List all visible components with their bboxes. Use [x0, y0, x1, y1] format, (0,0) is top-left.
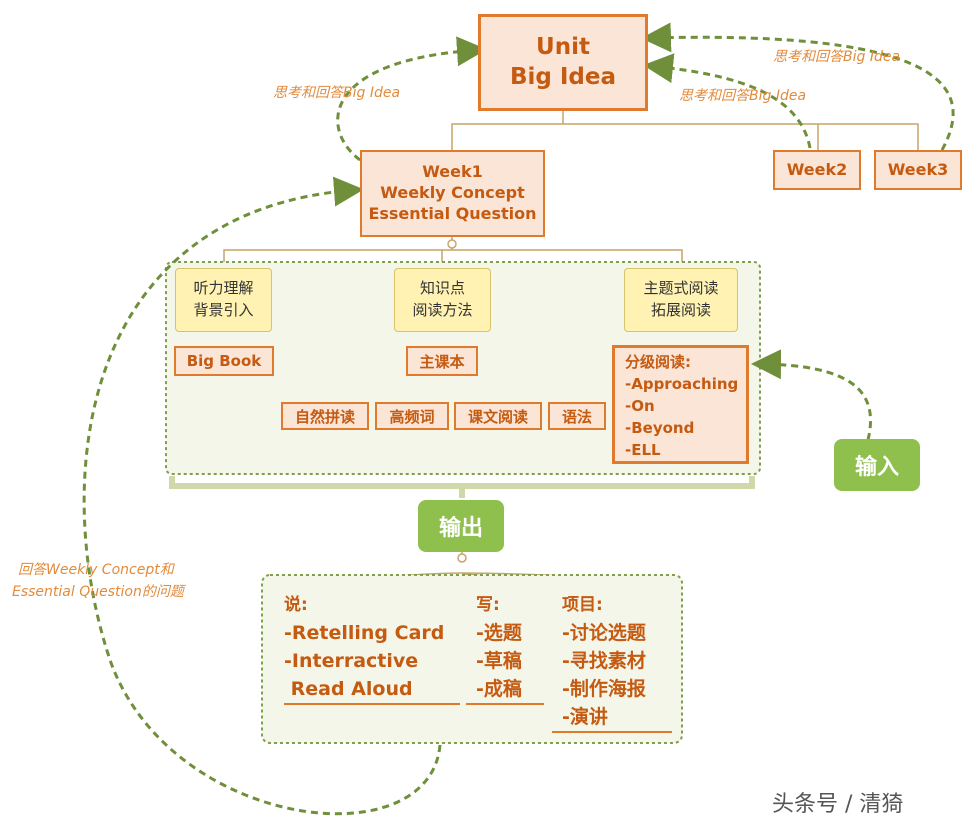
output-write-group: 写: -选题 -草稿 -成稿 [466, 591, 544, 705]
text-reading-node: 课文阅读 [454, 402, 542, 430]
graded-reading-beyond: -Beyond [625, 419, 695, 437]
output-write-item-3: -成稿 [466, 675, 544, 705]
arrow-week1-to-unit [336, 36, 487, 162]
watermark: 头条号 / 清猗 [772, 792, 904, 817]
output-project-item-4: -演讲 [552, 703, 672, 733]
annotation-right-top: 思考和回答Big Idea [773, 49, 901, 65]
grammar-node: 语法 [548, 402, 606, 430]
sight-words-node: 高频词 [375, 402, 449, 430]
output-speak-item-2: -Interractive [284, 650, 419, 672]
callout-knowledge-line2: 阅读方法 [412, 301, 473, 319]
output-project-item-1: -讨论选题 [562, 622, 646, 644]
annotation-right-mid: 思考和回答Big Idea [679, 88, 807, 104]
output-write-item-1: -选题 [476, 622, 522, 644]
graded-reading-ell: -ELL [625, 441, 661, 459]
callout-knowledge: 知识点 阅读方法 [394, 268, 491, 332]
output-write-item-2: -草稿 [476, 650, 522, 672]
week1-label: Week1 [422, 162, 483, 182]
input-pill: 输入 [834, 439, 920, 491]
callout-knowledge-line1: 知识点 [419, 279, 465, 298]
graded-reading-approaching: -Approaching [625, 375, 739, 393]
main-book-node: 主课本 [406, 346, 478, 376]
graded-reading-node: 分级阅读: -Approaching -On -Beyond -ELL [612, 345, 749, 464]
output-speak-group: 说: -Retelling Card -Interractive Read Al… [284, 591, 460, 705]
callout-listening-line2: 背景引入 [193, 301, 254, 319]
essential-question-label: Essential Question [368, 203, 537, 223]
callout-theme-line1: 主题式阅读 [643, 279, 719, 298]
week1-node: Week1 Weekly Concept Essential Question [360, 150, 545, 237]
callout-listening: 听力理解 背景引入 [175, 268, 272, 332]
input-bracket [169, 476, 755, 498]
output-speak-title: 说: [284, 595, 308, 615]
unit-title: Unit [536, 33, 590, 60]
weekly-concept-label: Weekly Concept [380, 183, 525, 203]
annotation-bottom-left-1: 回答Weekly Concept和 [18, 562, 174, 578]
graded-reading-on: -On [625, 397, 655, 415]
annotation-bottom-left-2: Essential Question的问题 [12, 584, 184, 600]
output-write-title: 写: [476, 595, 500, 615]
week3-label: Week3 [887, 159, 949, 179]
callout-theme-line2: 拓展阅读 [650, 301, 711, 319]
arrow-week3-to-unit [641, 22, 955, 151]
output-speak-item-1: -Retelling Card [284, 622, 445, 644]
output-speak-item-3: Read Aloud [284, 675, 460, 705]
output-panel-border [261, 574, 683, 744]
week1-tree-lines [223, 237, 683, 268]
output-project-item-2: -寻找素材 [562, 650, 646, 672]
week2-label: Week2 [786, 159, 848, 179]
unit-big-idea-node: Unit Big Idea [478, 14, 648, 111]
annotation-left: 思考和回答Big Idea [273, 85, 401, 101]
big-idea-title: Big Idea [509, 63, 617, 90]
callout-theme-reading: 主题式阅读 拓展阅读 [624, 268, 738, 332]
arrow-output-to-week1 [82, 176, 442, 816]
unit-tree-lines [451, 110, 919, 150]
big-book-node: Big Book [174, 346, 274, 376]
graded-reading-title: 分级阅读: [625, 353, 691, 371]
week3-node: Week3 [874, 150, 962, 190]
phonics-node: 自然拼读 [281, 402, 369, 430]
arrow-week2-to-unit [643, 53, 812, 149]
week2-node: Week2 [773, 150, 861, 190]
callout-listening-line1: 听力理解 [193, 279, 254, 298]
output-project-title: 项目: [562, 595, 603, 615]
output-project-group: 项目: -讨论选题 -寻找素材 -制作海报 -演讲 [552, 591, 672, 733]
arrow-input-to-graded [751, 349, 873, 441]
output-project-item-3: -制作海报 [562, 678, 646, 700]
output-pill: 输出 [418, 500, 504, 552]
